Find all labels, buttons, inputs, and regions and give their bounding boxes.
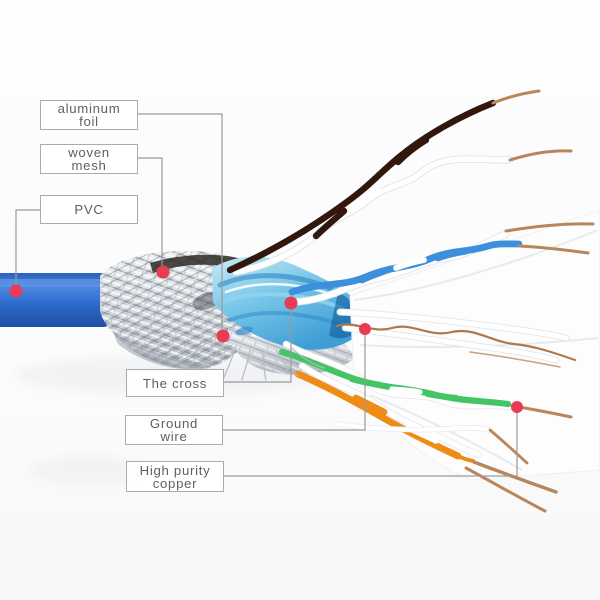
label-aluminum-foil-line2: foil [79,114,99,129]
label-woven-mesh-line1: woven [68,145,110,160]
white-pairs-sheet [336,209,600,481]
label-ground-wire-line1: Ground [149,416,199,431]
marker-dot-ground-wire [359,323,371,335]
marker-dot-aluminum-foil [216,329,230,343]
marker-dots [9,265,523,413]
label-high-purity-copper-line1: High purity [139,462,211,478]
marker-dot-pvc [9,284,23,298]
label-woven-mesh-line2: mesh [71,158,107,173]
ground-drain-wire [335,323,577,368]
brown-white-pair [226,89,573,276]
label-pvc: PVC [40,195,138,224]
leader-woven-mesh [138,157,163,272]
label-high-purity-copper: High purity copper [126,461,224,492]
mesh-whisker-strands [179,335,325,383]
marker-dot-the-cross [284,296,298,310]
label-woven-mesh: woven mesh [40,144,138,174]
leader-lines [15,113,518,477]
pvc-jacket [0,273,112,327]
label-ground-wire-line2: wire [160,429,188,444]
orange-white-pair [294,362,558,513]
leader-the-cross [224,303,292,383]
leader-high-purity-copper [224,407,518,477]
blue-white-pair [288,222,595,306]
label-high-purity-copper-line2: copper [152,475,198,491]
label-pvc-line1: PVC [74,202,104,217]
label-the-cross-line1: The cross [142,375,208,391]
marker-dot-high-purity-copper [511,401,523,413]
leader-ground-wire [223,329,366,431]
green-white-pair [278,340,573,419]
leader-pvc [15,209,40,291]
label-the-cross: The cross [126,369,224,397]
label-aluminum-foil: aluminum foil [40,100,138,130]
label-ground-wire: Ground wire [125,415,223,445]
leader-aluminum-foil [138,113,223,336]
marker-dot-woven-mesh [156,265,170,279]
label-aluminum-foil-line1: aluminum [57,101,121,116]
